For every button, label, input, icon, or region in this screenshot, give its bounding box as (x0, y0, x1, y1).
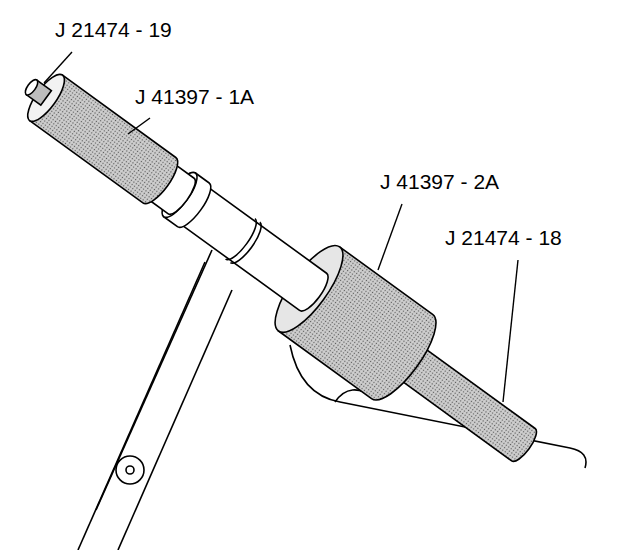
tool-assembly (0, 43, 560, 491)
part-number: J 21474 - 19 (55, 18, 172, 42)
part-number: J 41397 - 2A (380, 170, 499, 194)
part-number: J 41397 - 1A (135, 85, 254, 109)
part-number: J 21474 - 18 (445, 226, 562, 250)
